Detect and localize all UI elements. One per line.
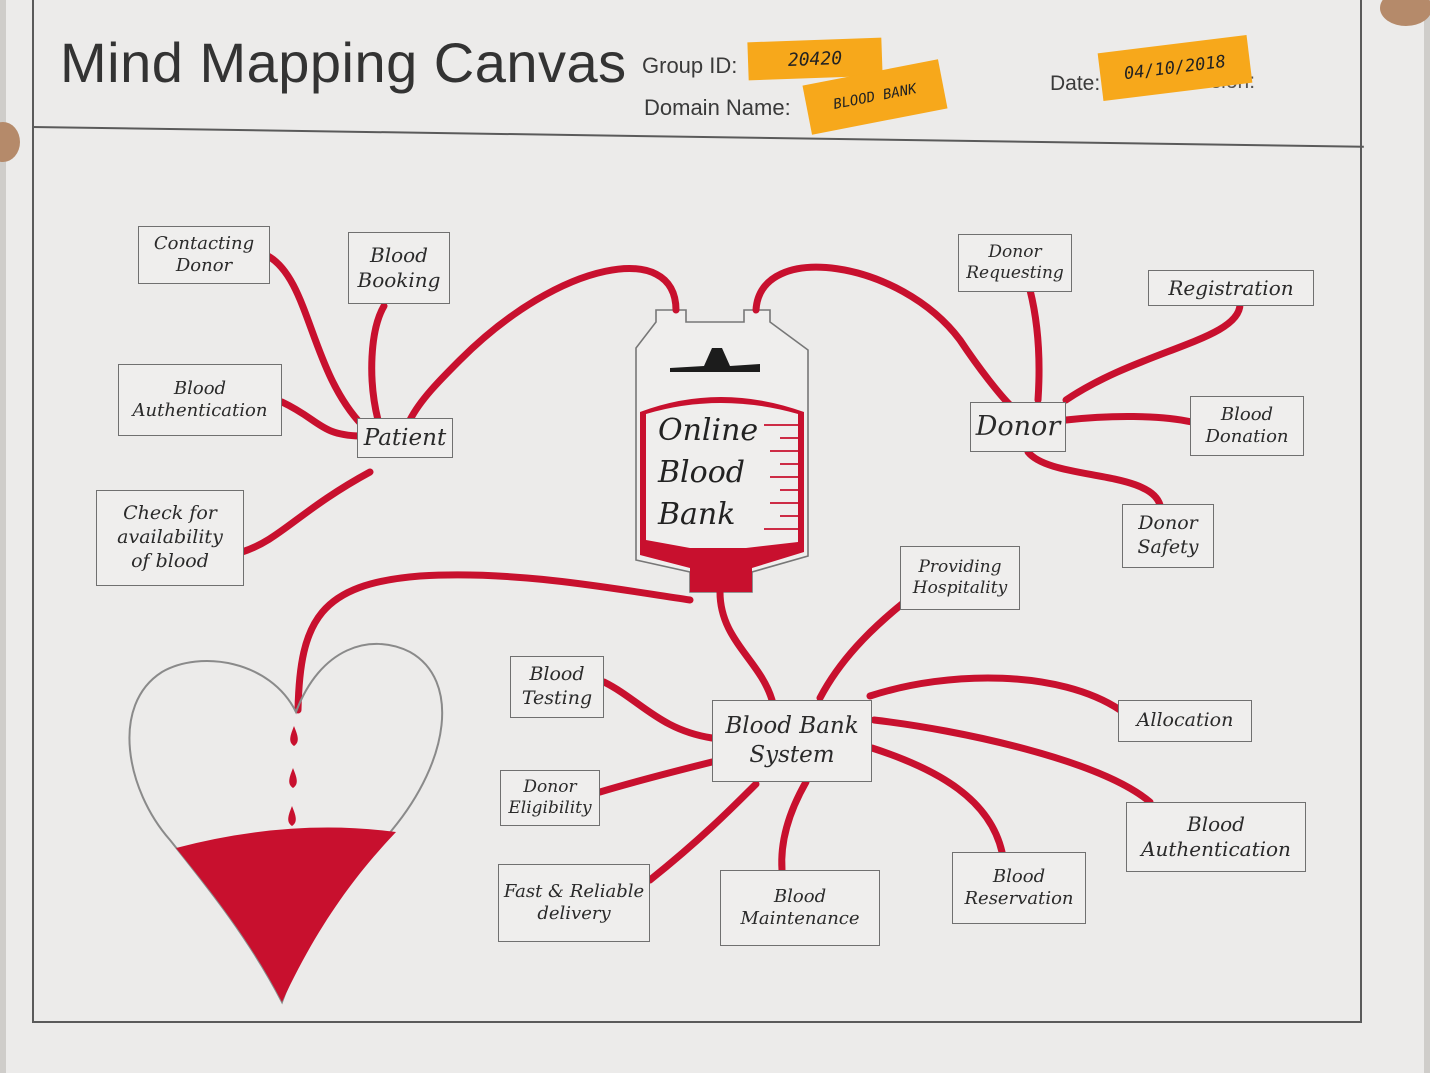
node-blood-authentication-patient: Blood Authentication	[118, 364, 282, 436]
domain-name-label: Domain Name:	[644, 95, 791, 120]
node-blood-authentication-system: Blood Authentication	[1126, 802, 1306, 872]
node-allocation: Allocation	[1118, 700, 1252, 742]
node-fast-reliable-delivery: Fast & Reliable delivery	[498, 864, 650, 942]
center-label: Online Blood Bank	[658, 413, 759, 532]
node-providing-hospitality: Providing Hospitality	[900, 546, 1020, 610]
finger-right	[1380, 0, 1430, 26]
node-blood-donation: Blood Donation	[1190, 396, 1304, 456]
heart-icon	[128, 643, 444, 1005]
node-blood-booking: Blood Booking	[348, 232, 450, 304]
node-blood-reservation: Blood Reservation	[952, 852, 1086, 924]
node-donor-eligibility: Donor Eligibility	[500, 770, 600, 826]
node-contacting-donor: Contacting Donor	[138, 226, 270, 284]
blood-bag-icon	[635, 309, 809, 593]
group-id-label: Group ID:	[642, 53, 738, 78]
hub-patient: Patient	[357, 418, 453, 458]
date-label: Date:	[1050, 72, 1101, 95]
hub-blood-bank-system: Blood Bank System	[712, 700, 872, 782]
node-donor-safety: Donor Safety	[1122, 504, 1214, 568]
node-registration: Registration	[1148, 270, 1314, 306]
node-blood-testing: Blood Testing	[510, 656, 604, 718]
node-blood-maintenance: Blood Maintenance	[720, 870, 880, 946]
finger-left	[0, 122, 20, 162]
node-donor-requesting: Donor Requesting	[958, 234, 1072, 292]
hub-donor: Donor	[970, 402, 1066, 452]
blood-drop-icon	[288, 726, 298, 826]
node-check-availability: Check for availability of blood	[96, 490, 244, 586]
canvas-frame	[32, 0, 1362, 1023]
page-title: Mind Mapping Canvas	[60, 31, 627, 94]
connector-lines	[238, 252, 1244, 884]
